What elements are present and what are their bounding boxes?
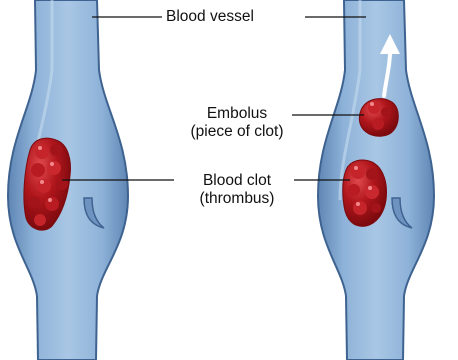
embolus — [359, 99, 398, 137]
right-thrombus — [343, 160, 387, 226]
blood-vessel-text: Blood vessel — [166, 8, 254, 25]
blood-clot-label: Blood clot (thrombus) — [171, 172, 303, 208]
embolus-title: Embolus — [205, 105, 269, 123]
blood-clot-title: Blood clot — [201, 172, 273, 190]
blood-clot-note: (thrombus) — [200, 190, 275, 208]
blood-vessel-label: Blood vessel — [164, 8, 256, 26]
embolus-note: (piece of clot) — [190, 123, 283, 141]
embolus-label: Embolus (piece of clot) — [161, 105, 313, 141]
